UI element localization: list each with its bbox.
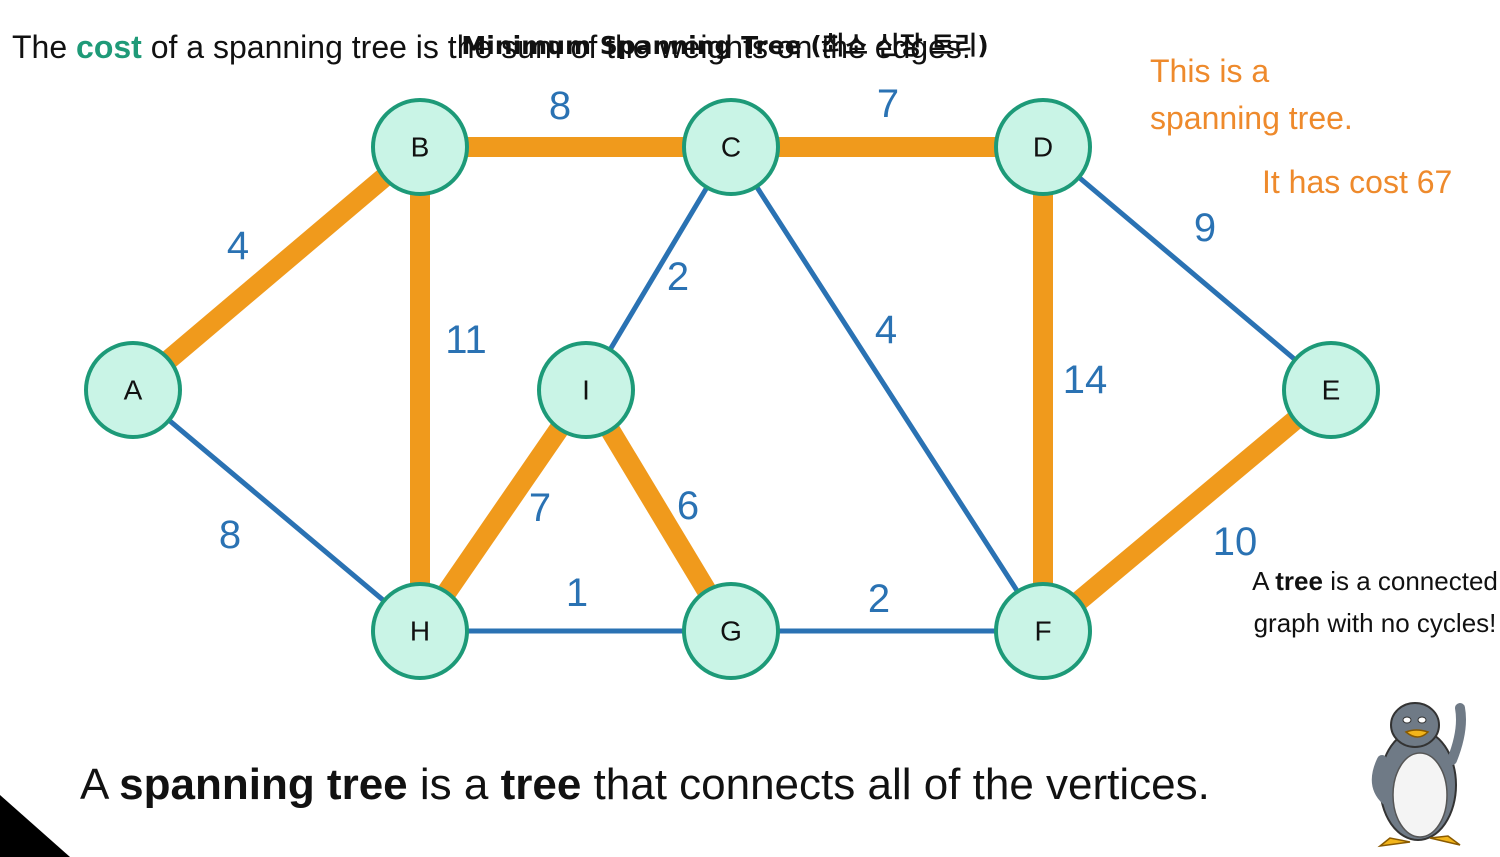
diagram-title: Minimum Spanning Tree (최소 신장 트리) (461, 31, 989, 60)
node-g: G (682, 582, 780, 680)
node-label-h: H (410, 616, 430, 647)
node-c: C (682, 98, 780, 196)
edge-weight-c-d: 7 (877, 82, 899, 126)
tree-definition-note: A tree is a connected graph with no cycl… (1250, 560, 1500, 644)
edge-weight-h-i: 7 (529, 486, 551, 530)
edge-weight-g-f: 2 (868, 577, 890, 621)
node-h: H (371, 582, 469, 680)
node-label-d: D (1033, 132, 1053, 163)
edge-weight-b-h: 11 (445, 318, 487, 362)
tree-note-prefix: A (1252, 566, 1276, 596)
node-f: F (994, 582, 1092, 680)
edge-weight-c-f: 4 (875, 308, 897, 352)
cost-value-note: It has cost 67 (1262, 164, 1453, 200)
edge-weight-c-i: 2 (667, 255, 689, 299)
node-circle-d (994, 98, 1092, 196)
definition-part-1: A (80, 760, 120, 809)
edge-e-f (1036, 382, 1338, 639)
edge-c-f (728, 145, 1046, 633)
definition-part-2: is a (407, 760, 501, 809)
node-circle-e (1282, 341, 1380, 439)
edge-weight-a-b: 4 (227, 224, 249, 268)
node-label-a: A (124, 375, 143, 406)
node-label-f: F (1034, 616, 1051, 647)
definition-bold-1: spanning tree (119, 760, 408, 809)
edge-weight-a-h: 8 (219, 513, 241, 557)
node-circle-i (537, 341, 635, 439)
edge-weight-e-f: 10 (1213, 520, 1258, 564)
node-label-g: G (720, 616, 742, 647)
edge-weight-d-e: 9 (1194, 206, 1216, 250)
corner-triangle-decoration (0, 795, 70, 857)
spanning-tree-note: This is a spanning tree. (1150, 53, 1353, 136)
spanning-tree-definition: A spanning tree is a tree that connects … (80, 760, 1210, 810)
tree-note-suffix: is a connected graph with no cycles! (1253, 566, 1498, 638)
node-circle-a (84, 341, 182, 439)
node-circle-c (682, 98, 780, 196)
node-label-c: C (721, 132, 741, 163)
node-d: D (994, 98, 1092, 196)
edge-weight-d-f: 14 (1063, 358, 1108, 402)
penguin-icon (1371, 702, 1466, 848)
node-i: I (537, 341, 635, 439)
node-circle-h (371, 582, 469, 680)
cost-definition-note: The cost of a spanning tree is the sum o… (12, 24, 971, 71)
node-e: E (1282, 341, 1380, 439)
definition-bold-2: tree (500, 760, 582, 809)
node-label-i: I (582, 375, 590, 406)
cost-note-prefix: The (12, 29, 77, 65)
edge-a-h (131, 388, 422, 633)
definition-part-3: that connects all of the vertices. (581, 760, 1210, 809)
node-circle-f (994, 582, 1092, 680)
tree-keyword: tree (1275, 566, 1323, 596)
node-b: B (371, 98, 469, 196)
node-a: A (84, 341, 182, 439)
edge-weight-i-g: 6 (677, 484, 699, 528)
node-circle-b (371, 98, 469, 196)
edge-weight-h-g: 1 (566, 571, 588, 615)
cost-keyword: cost (76, 29, 142, 65)
edge-d-e (1041, 145, 1333, 392)
edge-weight-b-c: 8 (549, 84, 571, 128)
node-label-b: B (411, 132, 430, 163)
cost-note-suffix: of a spanning tree is the sum of the wei… (141, 29, 971, 65)
node-circle-g (682, 582, 780, 680)
node-label-e: E (1322, 375, 1341, 406)
edge-a-b (126, 139, 427, 398)
